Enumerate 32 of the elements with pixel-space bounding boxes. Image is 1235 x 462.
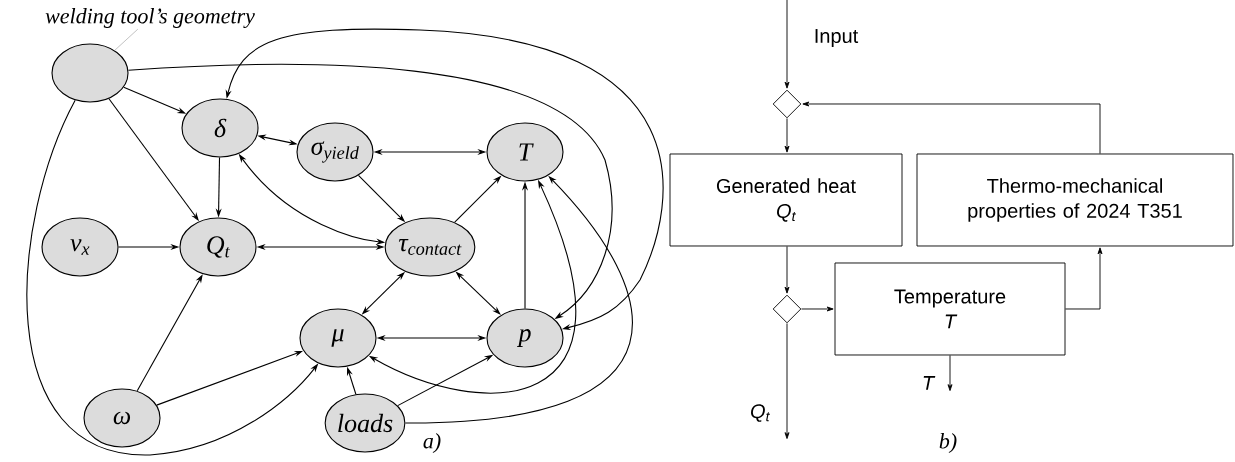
junction-diamond xyxy=(772,89,802,119)
ellipse-node: τ$_{contact}$ xyxy=(384,217,476,277)
ellipse-node: μ xyxy=(299,308,377,368)
arrow xyxy=(225,28,664,330)
leader-line xyxy=(114,28,139,51)
arrow xyxy=(784,323,790,439)
ellipse-node: Q$_{t}$ xyxy=(179,217,257,277)
process-box: Thermo-mechanical properties of 2024 T351 xyxy=(916,153,1234,247)
panel-label: a) xyxy=(423,433,441,453)
annotation-text: welding tool’s geometry xyxy=(45,8,255,28)
arrow xyxy=(802,101,1101,154)
arrow xyxy=(947,355,953,391)
arrow xyxy=(784,118,790,153)
ellipse-node: δ xyxy=(181,98,259,158)
ellipse-node: v$_{x}$ xyxy=(41,217,119,277)
process-box: Generated heat Q$_{t}$ xyxy=(669,153,903,247)
edge-label: Input xyxy=(812,28,860,48)
arrow xyxy=(1065,247,1103,310)
ellipse-node: loads xyxy=(324,393,406,453)
arrow xyxy=(784,0,790,89)
edge-label: T xyxy=(920,375,936,391)
ellipse-node xyxy=(51,43,129,103)
junction-diamond xyxy=(772,294,802,324)
ellipse-node: T xyxy=(486,122,564,182)
process-box: Temperature T xyxy=(834,262,1066,356)
ellipse-node: ω xyxy=(83,388,161,448)
ellipse-node: σ$_{yield}$ xyxy=(296,122,374,182)
edge-label: Q$_{t}$ xyxy=(749,403,771,423)
panel-label: b) xyxy=(939,433,957,453)
arrow xyxy=(801,306,834,312)
ellipse-node: p xyxy=(486,308,564,368)
arrow xyxy=(784,246,790,294)
